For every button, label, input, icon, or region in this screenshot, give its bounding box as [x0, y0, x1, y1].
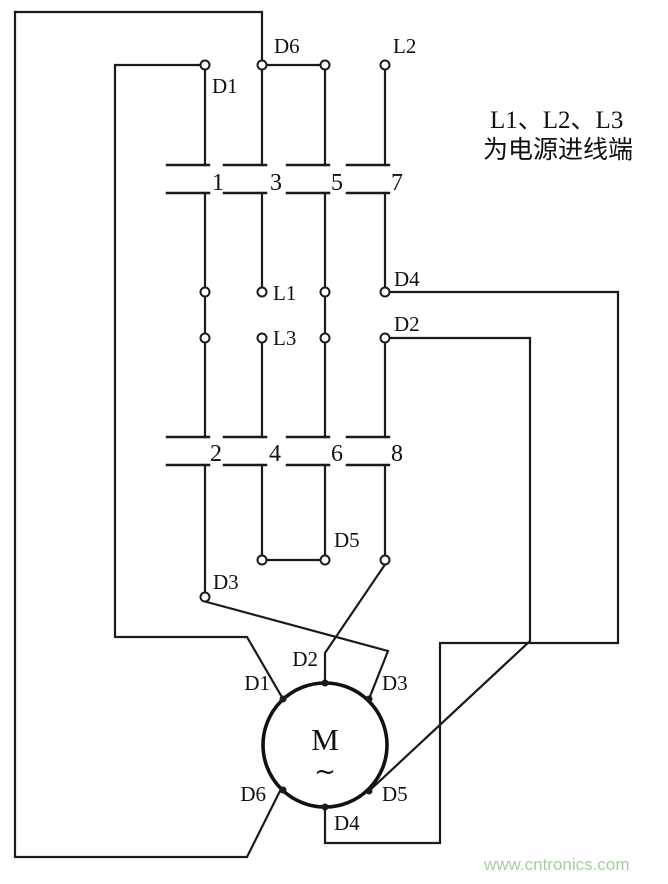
terminal-c1-bottom: [199, 286, 211, 298]
label-d5: D5: [334, 528, 360, 552]
wire-d2-right-loop-to-motor-d5: [367, 336, 532, 793]
label-d4: D4: [394, 267, 420, 291]
terminal-d3: [199, 591, 211, 603]
motor-terminal-d5-dot: [365, 787, 373, 795]
motor-label-d4: D4: [334, 811, 360, 835]
contact-number-2: 2: [210, 441, 222, 467]
terminal-d2: [379, 332, 391, 344]
contact-number-1: 1: [212, 170, 224, 196]
contact-number-5: 5: [331, 170, 343, 196]
watermark-text: www.cntronics.com: [483, 855, 629, 874]
motor-terminal-d4-dot: [321, 803, 329, 811]
terminal-c8-bottom: [379, 554, 391, 566]
terminal-d4: [379, 286, 391, 298]
terminal-l1: [256, 286, 268, 298]
label-l3: L3: [273, 326, 296, 350]
wire-supply-top: [13, 10, 264, 62]
motor-terminal-d3-dot: [365, 695, 373, 703]
terminal-l2: [379, 59, 391, 71]
motor-label-d2: D2: [292, 647, 318, 671]
motor-terminal-d6-dot: [279, 786, 287, 794]
motor-label-d3: D3: [382, 671, 408, 695]
terminal-c6-top: [319, 332, 331, 344]
motor-terminal-d1-dot: [279, 695, 287, 703]
side-note-line2: 为电源进线端: [483, 136, 633, 164]
wire-d3-to-motor-d3: [203, 600, 390, 701]
motor-letter: M: [311, 722, 339, 757]
terminal-d5: [319, 554, 331, 566]
contact-number-4: 4: [269, 441, 281, 467]
terminal-c5-bottom: [319, 286, 331, 298]
terminal-c2-top: [199, 332, 211, 344]
motor-terminal-d2-dot: [321, 679, 329, 687]
wire-d1-loop-to-motor-d1: [113, 63, 285, 701]
motor-label-d6: D6: [240, 782, 266, 806]
label-l1: L1: [273, 281, 296, 305]
wire-d4-right-loop-to-motor-d4: [323, 290, 620, 845]
motor-label-d1: D1: [244, 671, 270, 695]
motor-ac-symbol: ~: [314, 757, 336, 787]
terminal-l3: [256, 332, 268, 344]
wire-c8-to-motor-d2: [323, 562, 387, 683]
label-d3: D3: [213, 570, 239, 594]
terminal-c5-top: [319, 59, 331, 71]
label-d2: D2: [394, 312, 420, 336]
terminal-c4-bottom: [256, 554, 268, 566]
motor-label-d5: D5: [382, 782, 408, 806]
contact-number-6: 6: [331, 441, 343, 467]
contact-number-8: 8: [391, 441, 403, 467]
label-d6: D6: [274, 34, 300, 58]
side-note-line1: L1、L2、L3: [490, 107, 623, 134]
terminal-d1: [199, 59, 211, 71]
contact-number-7: 7: [391, 170, 403, 196]
wire-outer-left-to-motor-d6: [13, 10, 283, 859]
terminal-d6: [256, 59, 268, 71]
label-d1: D1: [212, 74, 238, 98]
contact-number-3: 3: [270, 170, 282, 196]
label-l2: L2: [393, 34, 416, 58]
